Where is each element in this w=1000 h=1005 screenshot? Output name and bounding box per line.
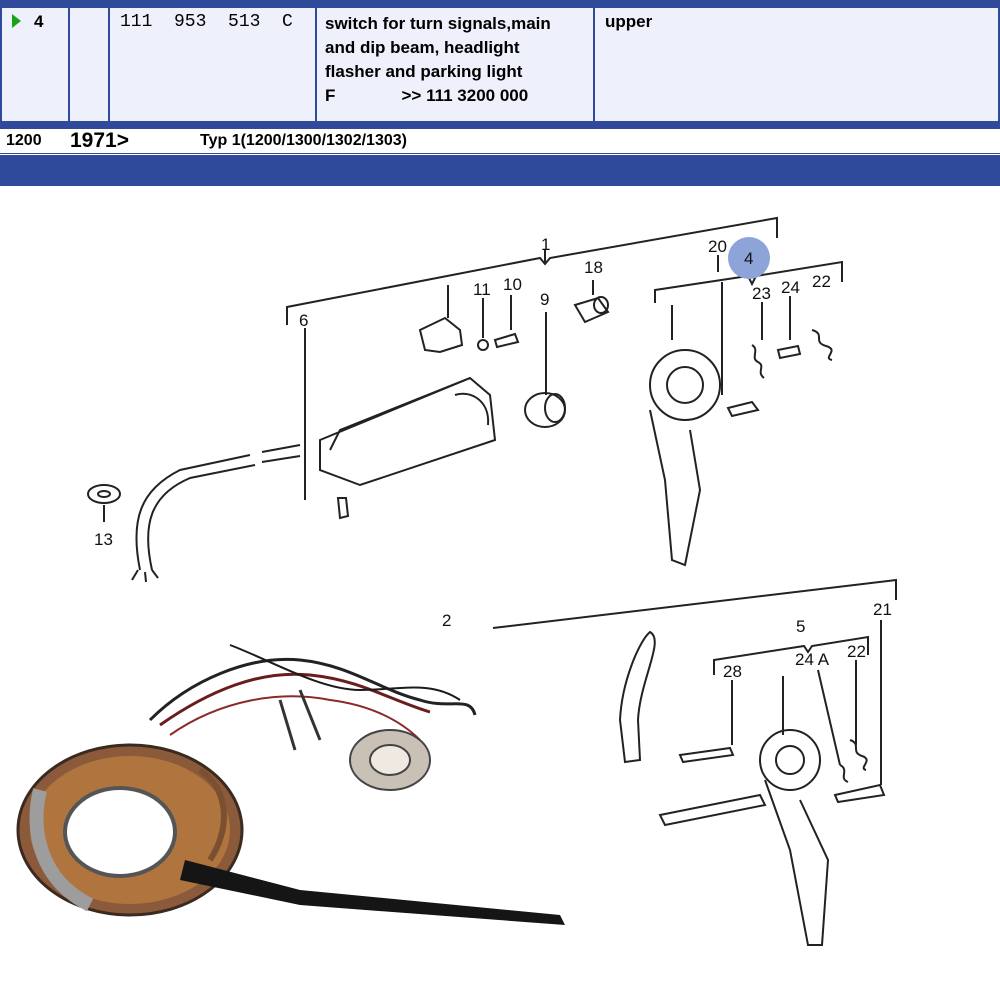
callout-24a: 24 A (795, 650, 830, 669)
description-cell: switch for turn signals,main and dip bea… (315, 8, 593, 121)
switch-photo (16, 644, 565, 925)
position-cell: 4 (0, 8, 68, 121)
callout-1: 1 (541, 235, 550, 254)
part-number: 111 953 513 C (120, 12, 293, 32)
highlight-marker (728, 237, 770, 279)
exploded-view-drawing: 1 2 4 5 6 9 10 11 13 18 20 21 22 22 23 2… (16, 216, 897, 946)
model-label: 1200 (6, 132, 42, 149)
part-description: switch for turn signals,main and dip bea… (325, 14, 551, 105)
callout-9: 9 (540, 290, 549, 309)
play-arrow-icon[interactable] (12, 14, 21, 28)
position-number: 4 (34, 12, 44, 31)
table-top-border (0, 0, 1000, 8)
callout-13: 13 (94, 530, 113, 549)
header-band (0, 155, 1000, 186)
table-row[interactable]: 4 111 953 513 C switch for turn signals,… (0, 8, 1000, 121)
callout-18: 18 (584, 258, 603, 277)
callout-6: 6 (299, 311, 308, 330)
model-year: 1971> (70, 129, 129, 152)
model-type: Typ 1(1200/1300/1302/1303) (200, 132, 407, 149)
callout-20: 20 (708, 237, 727, 256)
callout-28: 28 (723, 662, 742, 681)
callout-4[interactable]: 4 (744, 249, 753, 268)
callout-5: 5 (796, 617, 805, 636)
bracket-1 (286, 216, 778, 325)
model-info-row: 1200 1971> Typ 1(1200/1300/1302/1303) (0, 129, 1000, 154)
callout-11: 11 (473, 280, 491, 299)
callout-21: 21 (873, 600, 892, 619)
callout-2: 2 (442, 611, 451, 630)
parts-diagram: 1 2 4 5 6 9 10 11 13 18 20 21 22 22 23 2… (0, 186, 1000, 1000)
bracket-4 (654, 260, 843, 303)
remark-cell: upper (593, 8, 1000, 121)
callout-22: 22 (847, 642, 866, 661)
callout-22: 22 (812, 272, 831, 291)
part-number-cell: 111 953 513 C (108, 8, 315, 121)
callout-23: 23 (752, 284, 771, 303)
callout-10: 10 (503, 275, 522, 294)
callout-24: 24 (781, 278, 800, 297)
table-separator (0, 121, 1000, 129)
empty-cell (68, 8, 108, 121)
part-remark: upper (605, 12, 653, 31)
